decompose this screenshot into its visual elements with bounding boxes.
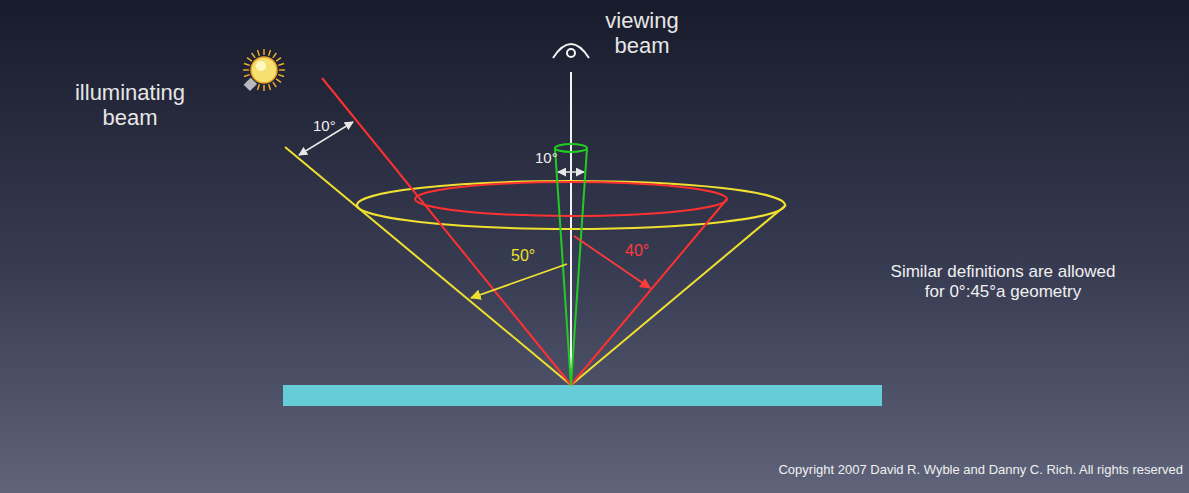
light-ray (279, 69, 285, 70)
light-ray (263, 85, 264, 91)
light-ray (258, 50, 260, 56)
lightbulb-icon (243, 49, 285, 91)
light-ray (278, 75, 284, 77)
eye-icon (553, 44, 589, 58)
angle-label: 10° (313, 117, 336, 134)
yellow-cone (285, 147, 786, 385)
beam-label: illuminating beam (66, 80, 195, 131)
light-ray (278, 64, 284, 66)
green-cone (555, 144, 587, 385)
angle-label: 50° (511, 247, 535, 265)
angle-label: 10° (535, 149, 558, 166)
light-ray (263, 49, 264, 55)
light-ray (276, 58, 281, 62)
sample-surface (283, 385, 882, 406)
light-ray (244, 75, 250, 77)
angle-arrow (574, 236, 650, 288)
beam-label: viewing beam (598, 8, 686, 59)
light-ray (247, 58, 252, 62)
copyright-text: Copyright 2007 David R. Wyble and Danny … (778, 463, 1183, 478)
light-ray (244, 64, 250, 66)
note-text: Similar definitions are allowed for 0°:4… (883, 262, 1123, 301)
light-ray (252, 53, 256, 58)
light-ray (276, 79, 281, 83)
angle-arrow (471, 264, 567, 298)
light-ray (258, 84, 260, 90)
red-cone (322, 78, 727, 385)
light-ray (269, 84, 271, 90)
angle-label: 40° (625, 242, 649, 260)
light-ray (273, 53, 277, 58)
light-ray (243, 69, 249, 70)
light-ray (269, 50, 271, 56)
angle-arrow (558, 171, 584, 173)
light-ray (273, 82, 277, 87)
